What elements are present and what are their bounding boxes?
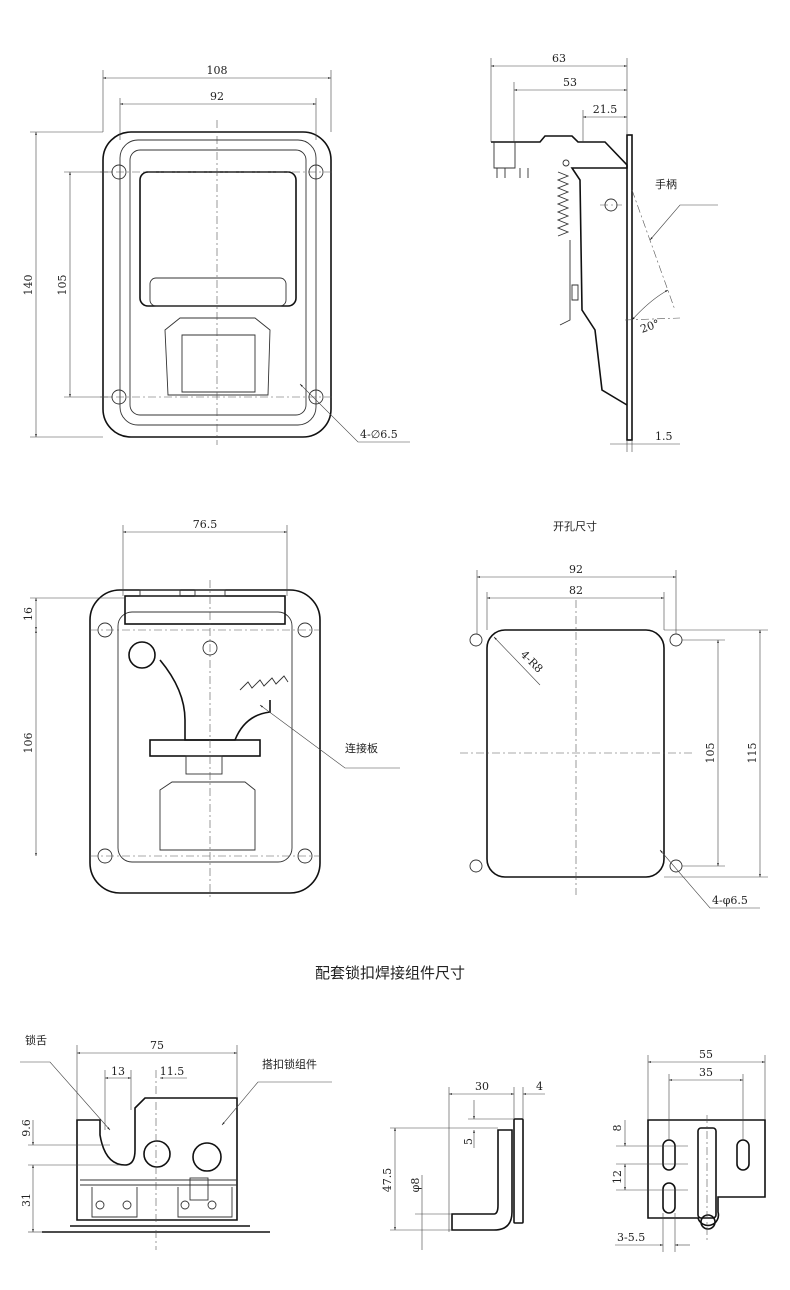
mounting-hole (111, 164, 324, 405)
dim-63: 63 (552, 52, 566, 65)
dim-55: 55 (699, 1048, 713, 1061)
hook-front-view: 55 35 8 12 3-5.5 (611, 1048, 766, 1252)
hook-side-view: 30 4 5 47.5 φ8 (381, 1080, 545, 1250)
latch-assembly-label: 搭扣锁组件 (262, 1057, 317, 1071)
dim-height-holes: 105 (56, 275, 69, 296)
dim-thickness: 1.5 (655, 430, 673, 443)
front-view: 108 92 140 105 4-∅6.5 (22, 64, 410, 445)
back-view: 76.5 16 106 连接板 (22, 518, 400, 900)
dim-115: 115 (746, 743, 759, 764)
dim-height-outer: 140 (22, 275, 35, 296)
dim-35: 35 (699, 1066, 713, 1079)
dim-82: 82 (569, 584, 583, 597)
cutout-title: 开孔尺寸 (553, 519, 597, 533)
dim-12: 12 (611, 1170, 624, 1184)
dim-13: 13 (111, 1065, 125, 1078)
dim-30: 30 (475, 1080, 489, 1093)
dim-4: 4 (536, 1080, 543, 1093)
dim-106: 106 (22, 733, 35, 754)
cutout-view: 开孔尺寸 92 82 4-R8 105 115 4-φ6.5 (460, 519, 768, 909)
connecting-plate-label: 连接板 (345, 741, 378, 755)
dim-105: 105 (704, 743, 717, 764)
dim-holes: 4-∅6.5 (360, 428, 398, 441)
dim-76-5: 76.5 (193, 518, 218, 531)
handle-paddle (139, 171, 297, 307)
dim-9-6: 9.6 (20, 1119, 33, 1137)
dim-holes: 4-φ6.5 (712, 894, 748, 907)
dim-53: 53 (563, 76, 577, 89)
dim-slots: 3-5.5 (617, 1231, 645, 1244)
dim-75: 75 (150, 1039, 164, 1052)
latch-view: 锁舌 75 13 11.5 搭扣锁组件 9.6 31 (20, 1033, 332, 1250)
dim-11-5: 11.5 (160, 1065, 185, 1078)
tongue-label: 锁舌 (25, 1033, 47, 1047)
spring (239, 675, 289, 691)
side-view: 20° 手柄 63 53 21.5 1.5 (490, 52, 718, 452)
dim-8: 8 (611, 1125, 624, 1132)
dim-92: 92 (569, 563, 583, 576)
dim-angle: 20° (639, 317, 662, 336)
dim-21-5: 21.5 (593, 103, 618, 116)
dim-31: 31 (20, 1193, 33, 1207)
dim-radius: 4-R8 (518, 648, 546, 676)
dim-width-inner: 92 (210, 90, 224, 103)
dim-5: 5 (462, 1138, 475, 1145)
dim-dia-8: φ8 (409, 1178, 422, 1193)
dim-47-5: 47.5 (381, 1168, 394, 1193)
handle-label: 手柄 (655, 177, 677, 191)
section-title: 配套锁扣焊接组件尺寸 (315, 964, 465, 982)
spring (556, 171, 570, 237)
dim-width-outer: 108 (207, 64, 228, 77)
dim-16: 16 (22, 607, 35, 621)
